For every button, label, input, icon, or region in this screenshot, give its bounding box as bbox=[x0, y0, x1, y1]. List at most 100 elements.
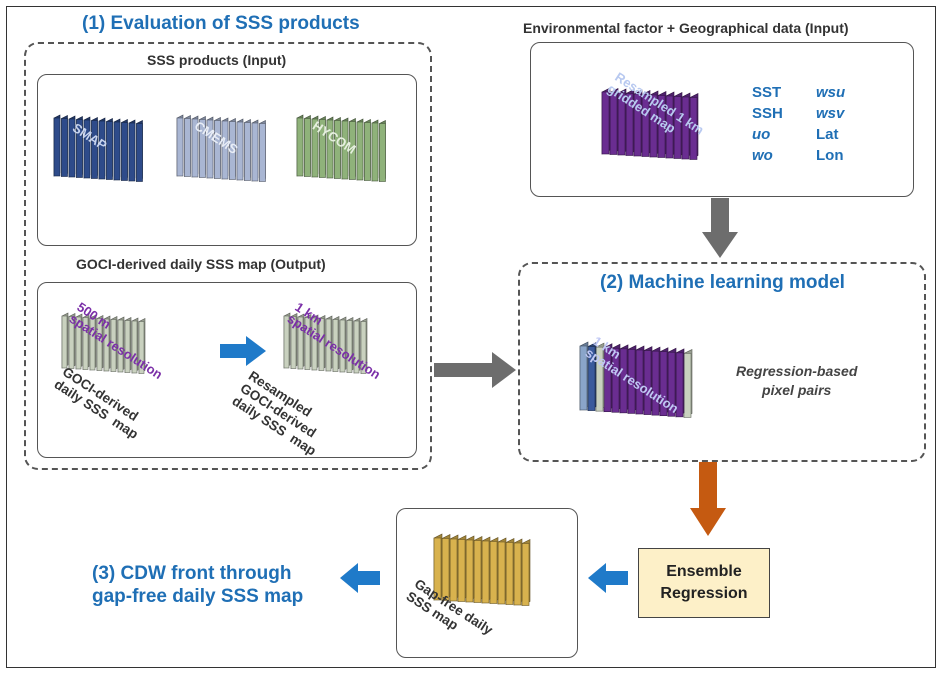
stack-slab bbox=[103, 315, 111, 372]
stack-slab bbox=[651, 346, 661, 416]
env-input-box bbox=[530, 42, 914, 197]
stack-slab bbox=[136, 120, 143, 182]
stack-slab bbox=[98, 117, 106, 180]
stack-slab bbox=[297, 313, 305, 370]
stack-slab bbox=[325, 315, 333, 372]
model-to-ensemble-arrow bbox=[690, 462, 726, 536]
stack-slab bbox=[251, 119, 259, 182]
stack-slab bbox=[75, 313, 83, 370]
var-wo: wo bbox=[752, 147, 773, 164]
var-lat: Lat bbox=[816, 126, 839, 143]
gapfree-to-front-arrow bbox=[340, 563, 380, 593]
ensemble-regression-box: Ensemble Regression bbox=[638, 548, 770, 618]
stack-slab bbox=[341, 117, 349, 180]
goci-1km-stack bbox=[283, 312, 368, 374]
stack-slab bbox=[356, 118, 364, 181]
goci-500m-stack bbox=[61, 312, 146, 374]
panel2-title: (2) Machine learning model bbox=[600, 272, 845, 293]
stack-slab bbox=[489, 537, 499, 604]
stack-slab bbox=[290, 313, 298, 369]
stack-slab bbox=[689, 93, 699, 160]
panel1-box bbox=[24, 42, 432, 470]
stack-slab bbox=[353, 317, 361, 374]
var-sst: SST bbox=[752, 84, 782, 101]
stack-slab bbox=[61, 115, 68, 177]
panel1-to-model-arrow bbox=[434, 352, 516, 388]
panel1-title: (1) Evaluation of SSS products bbox=[82, 13, 360, 34]
stack-slab bbox=[304, 314, 312, 370]
stack-slab bbox=[76, 116, 83, 178]
var-ssh: SSH bbox=[752, 105, 783, 122]
stack-slab bbox=[83, 116, 91, 179]
stack-slab bbox=[360, 318, 368, 374]
var-lon: Lon bbox=[816, 147, 844, 164]
stack-slab bbox=[229, 118, 236, 180]
input-to-model-arrow bbox=[702, 198, 738, 258]
stack-slab bbox=[221, 117, 229, 180]
stack-slab bbox=[675, 348, 685, 418]
stack-slab bbox=[91, 117, 98, 179]
env-input-heading: Environmental factor + Geographical data… bbox=[523, 20, 849, 36]
stack-slab bbox=[131, 317, 139, 374]
cmems-stack bbox=[176, 114, 266, 182]
stack-slab bbox=[311, 115, 319, 178]
ensemble-to-gapfree-arrow bbox=[588, 563, 628, 593]
variables-left-list: SST SSH uo wo bbox=[752, 84, 783, 168]
stack-slab bbox=[497, 537, 507, 605]
stack-slab bbox=[457, 535, 467, 602]
var-wsv: wsv bbox=[816, 105, 845, 122]
stack-slab bbox=[635, 345, 645, 415]
stack-slab bbox=[326, 116, 334, 179]
stack-slab bbox=[61, 312, 69, 369]
stack-slab bbox=[334, 117, 341, 179]
stack-slab bbox=[603, 343, 613, 413]
stack-slab bbox=[332, 316, 340, 372]
stack-slab bbox=[113, 118, 121, 181]
stack-slab bbox=[579, 341, 589, 411]
stack-slab bbox=[371, 119, 379, 182]
stack-slab bbox=[364, 119, 371, 181]
goci-output-box bbox=[37, 282, 417, 458]
stack-slab bbox=[681, 92, 691, 160]
variables-right-list: wsu wsv Lat Lon bbox=[816, 84, 845, 168]
goci-output-heading: GOCI-derived daily SSS map (Output) bbox=[76, 256, 326, 272]
stack-slab bbox=[68, 313, 76, 369]
stack-slab bbox=[124, 317, 132, 373]
stack-slab bbox=[283, 312, 291, 369]
stack-slab bbox=[379, 120, 386, 182]
stack-slab bbox=[601, 87, 611, 155]
stack-slab bbox=[244, 119, 251, 181]
ml-stack bbox=[579, 341, 693, 418]
stack-slab bbox=[683, 348, 693, 418]
gap-free-stack bbox=[433, 533, 531, 606]
stack-slab bbox=[349, 118, 356, 180]
stack-slab bbox=[121, 119, 128, 181]
regression-note: Regression-based pixel pairs bbox=[736, 363, 858, 398]
stack-slab bbox=[214, 117, 221, 179]
stack-slab bbox=[68, 115, 76, 178]
stack-slab bbox=[110, 316, 118, 372]
stack-slab bbox=[339, 316, 347, 373]
stack-slab bbox=[176, 114, 184, 177]
stack-slab bbox=[433, 533, 443, 601]
figure-frame bbox=[6, 6, 936, 668]
smap-stack bbox=[53, 114, 143, 182]
stack-slab bbox=[521, 539, 531, 606]
stack-slab bbox=[304, 115, 311, 177]
stack-slab bbox=[96, 315, 104, 371]
stack-slab bbox=[318, 315, 326, 371]
stack-slab bbox=[473, 536, 483, 603]
stack-slab bbox=[236, 118, 244, 181]
stack-slab bbox=[117, 316, 125, 373]
stack-slab bbox=[595, 342, 605, 412]
stack-slab bbox=[465, 535, 475, 603]
stack-slab bbox=[449, 534, 459, 602]
stack-slab bbox=[659, 347, 669, 417]
stack-slab bbox=[89, 314, 97, 371]
stack-slab bbox=[106, 118, 113, 180]
panel3-title: (3) CDW front through gap-free daily SSS… bbox=[92, 563, 304, 607]
stack-slab bbox=[82, 314, 90, 370]
stack-slab bbox=[199, 116, 206, 178]
env-gridded-stack bbox=[601, 87, 699, 160]
stack-slab bbox=[319, 116, 326, 178]
